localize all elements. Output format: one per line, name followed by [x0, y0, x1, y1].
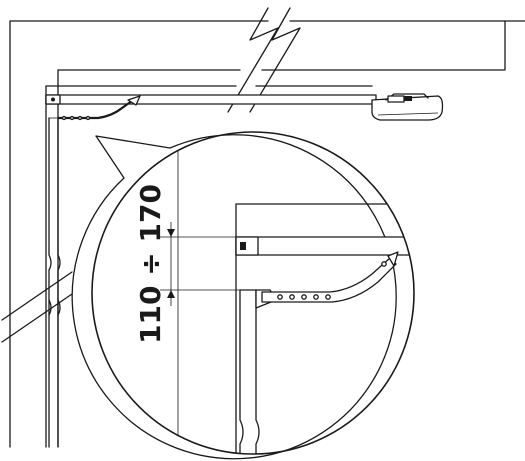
break-symbol-left [1, 271, 73, 343]
door-arm-small [58, 95, 141, 121]
break-symbol-top [227, 7, 301, 113]
door-panel-left [48, 117, 61, 448]
magnifier-callout [71, 134, 397, 460]
dimension-label: 110 ÷ 170 [134, 184, 167, 344]
motor-unit [371, 93, 444, 121]
magnifier-circle-outline [91, 131, 415, 455]
opener-rail [45, 94, 377, 105]
zoom-detail [160, 132, 414, 454]
